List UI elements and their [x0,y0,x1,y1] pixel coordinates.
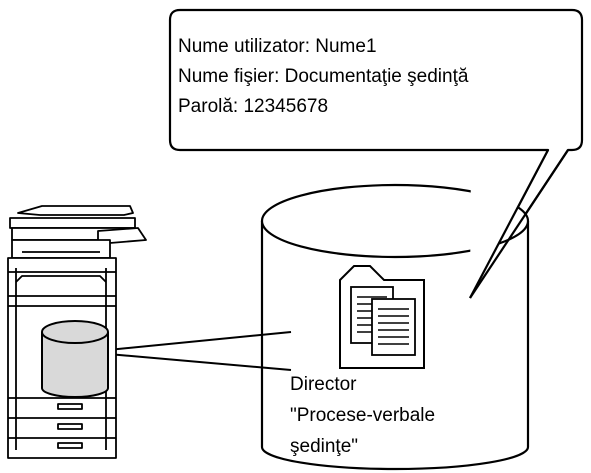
callout-file-name: Nume fişier: Documentaţie şedinţă [178,66,469,87]
folder-label-line-2: "Procese-verbale [290,405,435,426]
folder-label: Director "Procese-verbale şedinţe" [290,374,435,457]
folder-with-documents-icon [339,265,425,369]
hard-disk-cylinder-icon [41,320,109,398]
connector-lines [107,331,292,371]
speech-bubble: Nume utilizator: Nume1 Nume fişier: Docu… [168,8,584,300]
folder-label-line-3: şedinţe" [290,436,358,457]
callout-password: Parolă: 12345678 [178,96,328,117]
folder-label-line-1: Director [290,374,357,395]
callout-user-name: Nume utilizator: Nume1 [178,36,377,57]
speech-bubble-tail [469,149,569,299]
